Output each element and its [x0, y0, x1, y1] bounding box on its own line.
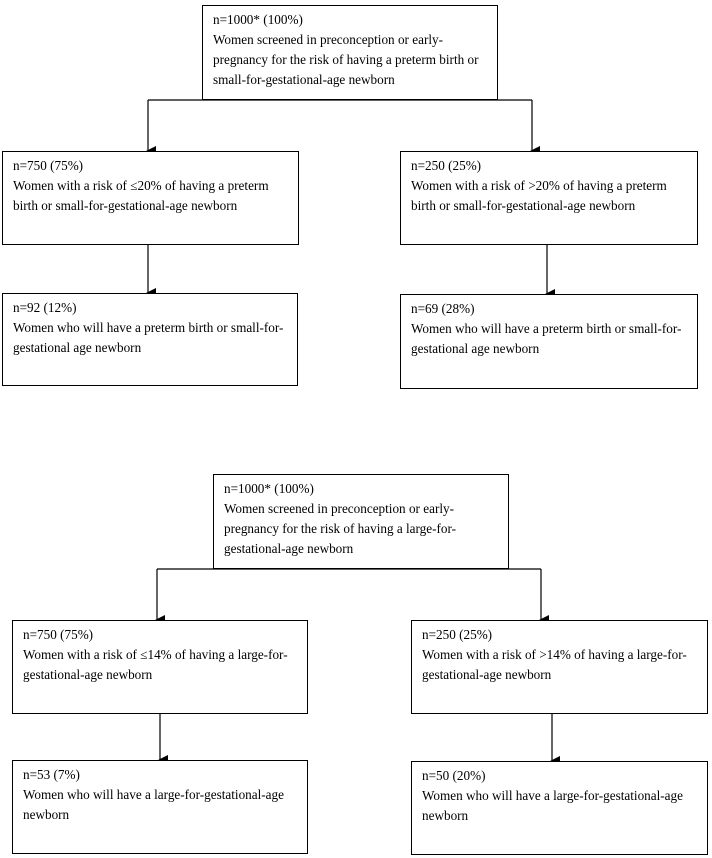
top-right-outcome-box: n=69 (28%) Women who will have a preterm… — [400, 294, 698, 389]
bottom-root-description: Women screened in preconception or early… — [224, 501, 457, 556]
bottom-left-outcome-description: Women who will have a large-for-gestatio… — [23, 787, 284, 822]
top-right-group-description: Women with a risk of >20% of having a pr… — [411, 178, 667, 213]
bottom-left-outcome-box: n=53 (7%) Women who will have a large-fo… — [12, 760, 308, 854]
bottom-left-group-count: n=750 (75%) — [23, 627, 94, 642]
top-right-outcome-count: n=69 (28%) — [411, 301, 475, 316]
bottom-left-group-box: n=750 (75%) Women with a risk of ≤14% of… — [12, 620, 308, 714]
bottom-root-box: n=1000* (100%) Women screened in preconc… — [213, 474, 509, 569]
top-right-group-count: n=250 (25%) — [411, 158, 482, 173]
bottom-right-outcome-count: n=50 (20%) — [422, 768, 486, 783]
bottom-right-outcome-box: n=50 (20%) Women who will have a large-f… — [411, 761, 708, 855]
bottom-diagram-connectors — [155, 568, 560, 766]
bottom-left-outcome-count: n=53 (7%) — [23, 767, 80, 782]
top-root-box: n=1000* (100%) Women screened in preconc… — [202, 5, 498, 100]
top-left-group-count: n=750 (75%) — [13, 158, 84, 173]
top-left-outcome-box: n=92 (12%) Women who will have a preterm… — [2, 293, 298, 386]
top-right-group-box: n=250 (25%) Women with a risk of >20% of… — [400, 151, 698, 245]
bottom-left-group-description: Women with a risk of ≤14% of having a la… — [23, 647, 288, 682]
bottom-right-group-description: Women with a risk of >14% of having a la… — [422, 647, 687, 682]
top-right-outcome-description: Women who will have a preterm birth or s… — [411, 321, 682, 356]
top-diagram-connectors — [146, 99, 555, 299]
top-left-outcome-count: n=92 (12%) — [13, 300, 77, 315]
top-left-group-box: n=750 (75%) Women with a risk of ≤20% of… — [2, 151, 299, 245]
top-root-count: n=1000* (100%) — [213, 12, 303, 27]
bottom-right-group-box: n=250 (25%) Women with a risk of >14% of… — [411, 620, 708, 714]
bottom-right-outcome-description: Women who will have a large-for-gestatio… — [422, 788, 683, 823]
top-root-description: Women screened in preconception or early… — [213, 32, 479, 87]
bottom-right-group-count: n=250 (25%) — [422, 627, 493, 642]
top-left-group-description: Women with a risk of ≤20% of having a pr… — [13, 178, 269, 213]
top-left-outcome-description: Women who will have a preterm birth or s… — [13, 320, 284, 355]
bottom-root-count: n=1000* (100%) — [224, 481, 314, 496]
